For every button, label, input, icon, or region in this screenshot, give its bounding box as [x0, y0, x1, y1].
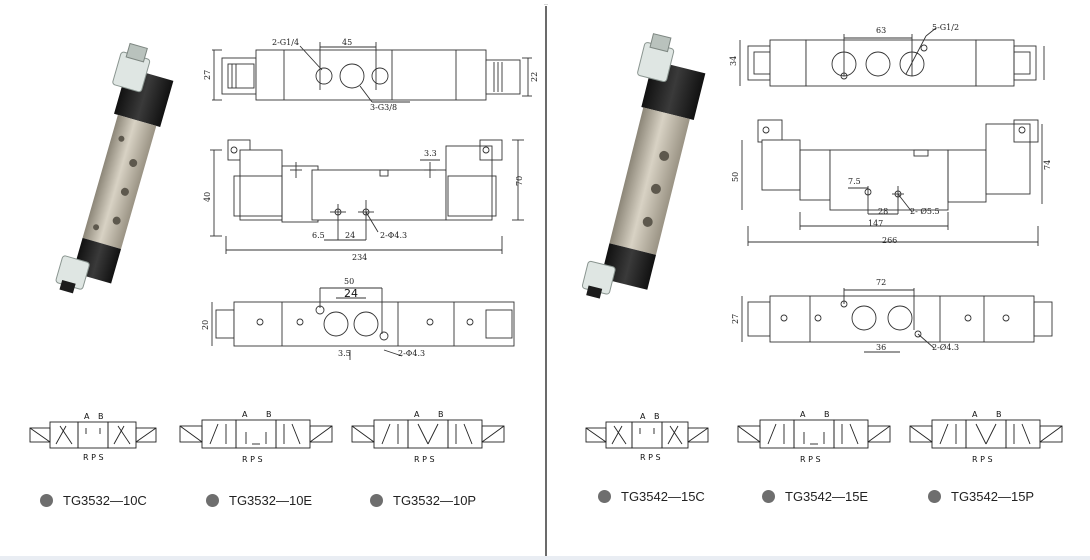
model-item: TG3542—15P [928, 489, 1034, 504]
symbol-15c [585, 421, 709, 449]
bottom-border [0, 556, 1090, 560]
bullet-icon [206, 494, 219, 507]
symbol-10c-ports-rps: R P S [83, 453, 104, 462]
dim-hole-5-5: 2- Ø5.5 [910, 207, 940, 216]
dim-50: 50 [731, 172, 740, 182]
model-name: TG3542—15P [951, 489, 1035, 504]
symbol-10p [351, 419, 505, 449]
valve-panel-tg3532: 2-G1/4 45 27 22 3-G3/8 40 7 [0, 0, 544, 556]
dim-2-g1-4: 2-G1/4 [272, 38, 299, 47]
model-item: TG3532—10C [40, 493, 147, 508]
symbol-10e-ports-rps: R P S [242, 455, 263, 464]
tg3542-drawing: 63 5-G1/2 34 50 74 7.5 28 2- Ø5.5 147 [581, 23, 1063, 464]
dim-22: 22 [530, 72, 539, 82]
symbol-10p-port-a: A [414, 410, 420, 419]
symbol-15p-port-a: A [972, 410, 978, 419]
model-item: TG3532—10E [206, 493, 312, 508]
dim-hole-bottom: 2-Φ4.3 [398, 349, 425, 358]
front-view-drawing [210, 139, 524, 254]
dim-70: 70 [515, 176, 524, 186]
dim-24-bottom: 24 [344, 287, 358, 300]
symbol-10p-port-b: B [438, 410, 444, 419]
model-name: TG3542—15E [785, 489, 869, 504]
symbol-10c-port-a: A [84, 412, 90, 421]
front-view-drawing [741, 119, 1043, 246]
dim-74: 74 [1043, 160, 1052, 170]
symbol-10c [29, 421, 157, 449]
symbol-10e-port-a: A [242, 410, 248, 419]
model-item: TG3542—15E [762, 489, 868, 504]
dim-50: 50 [344, 277, 354, 286]
dim-147: 147 [868, 219, 883, 228]
symbol-15c-port-a: A [640, 412, 646, 421]
panel-divider [545, 6, 547, 556]
dim-hole-4-3: 2-Φ4.3 [380, 231, 407, 240]
model-name: TG3532—10P [393, 493, 477, 508]
symbol-10p-ports-rps: R P S [414, 455, 435, 464]
model-name: TG3542—15C [621, 489, 705, 504]
dim-3-3: 3.3 [424, 149, 437, 158]
symbol-15e-ports-rps: R P S [800, 455, 821, 464]
symbol-15e [737, 419, 891, 449]
dim-hole-bottom: 2-Ø4.3 [932, 343, 959, 352]
symbol-15p [909, 419, 1063, 449]
symbol-15c-port-b: B [654, 412, 660, 421]
valve-photo [581, 33, 706, 299]
top-border [0, 4, 1090, 5]
tg3532-drawing: 2-G1/4 45 27 22 3-G3/8 40 7 [29, 38, 539, 464]
dim-34: 34 [729, 56, 738, 66]
bullet-icon [762, 490, 775, 503]
bullet-icon [928, 490, 941, 503]
dim-63: 63 [876, 26, 886, 35]
dim-3-5: 3.5 [338, 349, 351, 358]
bottom-view-drawing [211, 287, 515, 360]
model-item: TG3542—15C [598, 489, 705, 504]
dim-28: 28 [878, 207, 888, 216]
symbol-15p-ports-rps: R P S [972, 455, 993, 464]
dim-6-5: 6.5 [312, 231, 325, 240]
model-item: TG3532—10P [370, 493, 476, 508]
valve-photo [55, 42, 174, 294]
dim-20: 20 [201, 320, 210, 330]
top-view-drawing [212, 42, 532, 103]
valve-panel-tg3542: 63 5-G1/2 34 50 74 7.5 28 2- Ø5.5 147 [548, 0, 1090, 556]
dim-234: 234 [352, 253, 367, 262]
bullet-icon [40, 494, 53, 507]
dim-24: 24 [345, 231, 355, 240]
symbol-10e-port-b: B [266, 410, 272, 419]
dim-266: 266 [882, 236, 897, 245]
bullet-icon [598, 490, 611, 503]
bullet-icon [370, 494, 383, 507]
dim-3-g3-8: 3-G3/8 [370, 103, 397, 112]
symbol-15e-port-b: B [824, 410, 830, 419]
symbol-15p-port-b: B [996, 410, 1002, 419]
symbol-15c-ports-rps: R P S [640, 453, 661, 462]
dim-36: 36 [876, 343, 886, 352]
dim-5-g1-2: 5-G1/2 [932, 23, 959, 32]
symbol-10e [179, 419, 333, 449]
model-name: TG3532—10E [229, 493, 313, 508]
top-view-drawing [739, 27, 1045, 87]
model-name: TG3532—10C [63, 493, 147, 508]
symbol-10c-port-b: B [98, 412, 104, 421]
dim-72: 72 [876, 278, 886, 287]
dim-27: 27 [203, 70, 212, 80]
bottom-view-drawing [741, 288, 1053, 353]
dim-7-5: 7.5 [848, 177, 861, 186]
dim-45: 45 [342, 38, 352, 47]
symbol-15e-port-a: A [800, 410, 806, 419]
dim-27-bottom: 27 [731, 314, 740, 324]
dim-40: 40 [203, 192, 212, 202]
